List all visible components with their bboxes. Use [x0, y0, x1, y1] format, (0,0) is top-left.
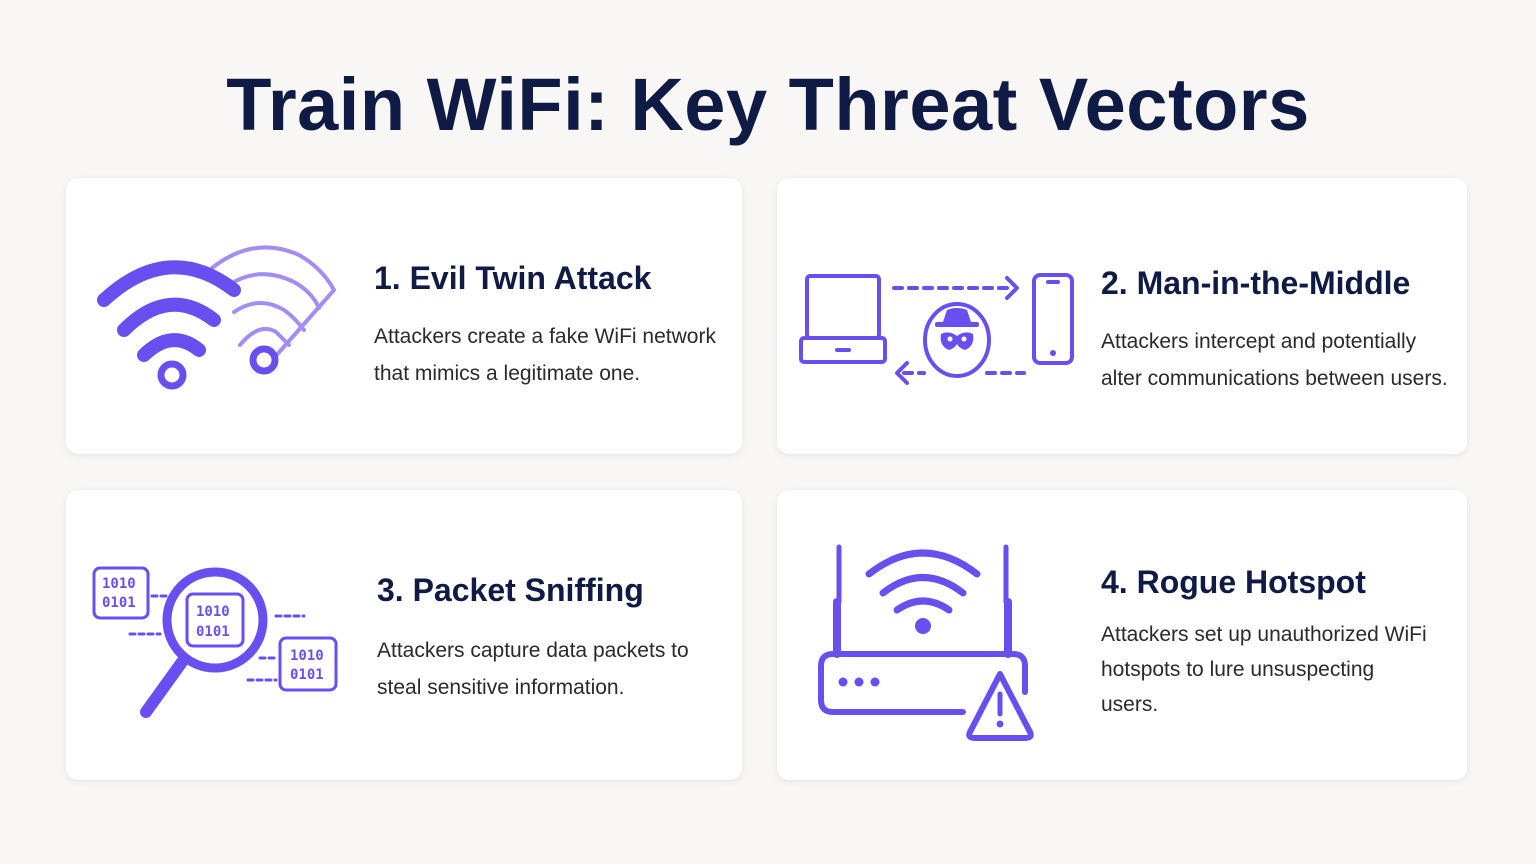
- card-title: 2. Man-in-the-Middle: [1101, 265, 1411, 301]
- man-in-the-middle-icon: [799, 270, 1079, 390]
- card-description: Attackers capture data packets to steal …: [377, 639, 689, 699]
- card-title: 3. Packet Sniffing: [377, 572, 644, 608]
- card-description: Attackers set up unauthorized WiFi hotsp…: [1101, 623, 1427, 716]
- card-evil-twin: 1. Evil Twin Attack Attackers create a f…: [66, 178, 742, 454]
- wifi-twin-icon: [94, 240, 344, 400]
- packet-bits: 1010: [196, 604, 230, 620]
- packet-bits: 0101: [290, 667, 324, 683]
- card-rogue-hotspot: 4. Rogue Hotspot Attackers set up unauth…: [777, 490, 1467, 780]
- card-title: 1. Evil Twin Attack: [374, 260, 652, 296]
- card-man-in-the-middle: 2. Man-in-the-Middle Attackers intercept…: [777, 178, 1467, 454]
- card-description: Attackers create a fake WiFi network tha…: [374, 325, 716, 385]
- packet-bits: 1010: [102, 576, 136, 592]
- router-warning-icon: [813, 542, 1043, 742]
- magnifier-packets-icon: 1010 0101 1010 0101 1010 0101: [90, 560, 350, 730]
- card-title: 4. Rogue Hotspot: [1101, 564, 1366, 600]
- packet-bits: 0101: [102, 595, 136, 611]
- page-title: Train WiFi: Key Threat Vectors: [226, 63, 1310, 146]
- packet-bits: 0101: [196, 624, 230, 640]
- card-description: Attackers intercept and potentially alte…: [1101, 330, 1448, 390]
- packet-bits: 1010: [290, 648, 324, 664]
- card-packet-sniffing: 1010 0101 1010 0101 1010 0101 3. Packet …: [66, 490, 742, 780]
